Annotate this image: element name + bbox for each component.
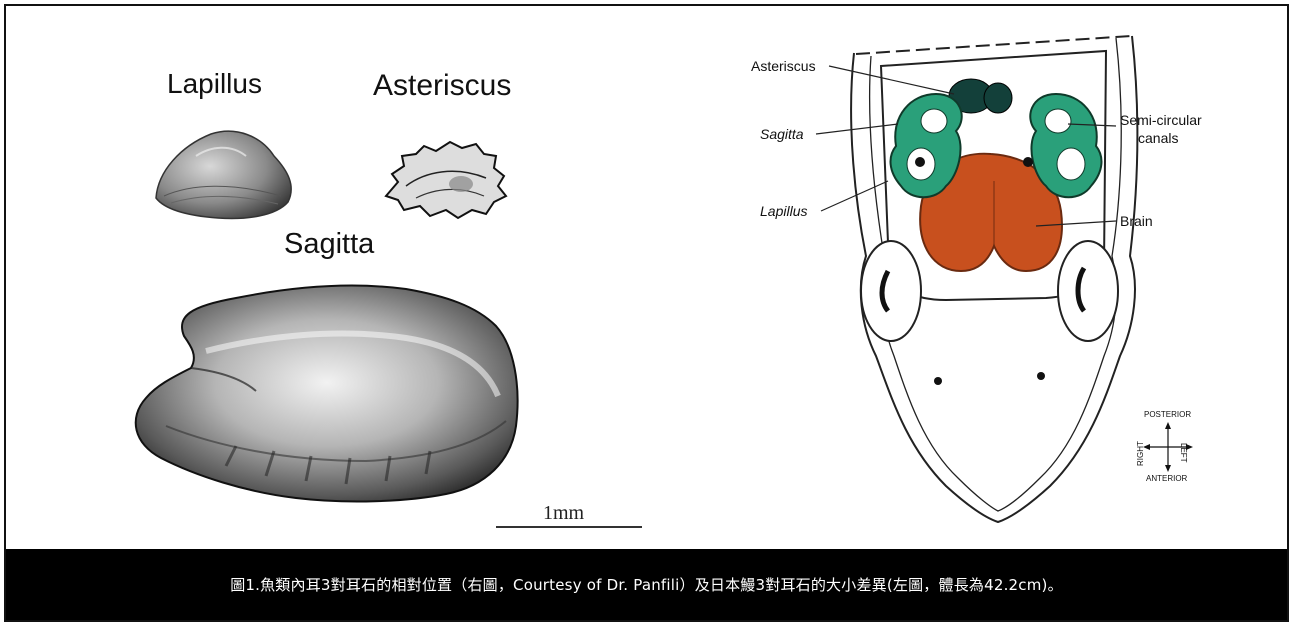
- nostril-right: [1037, 372, 1045, 380]
- right-eye: [1058, 241, 1118, 341]
- compass-anterior-label: ANTERIOR: [1146, 474, 1187, 483]
- diagram-semicircular-label: Semi-circular: [1120, 112, 1202, 128]
- fish-head-diagram: [706, 6, 1287, 546]
- caption-bar: 圖1.魚類內耳3對耳石的相對位置（右圖，Courtesy of Dr. Panf…: [6, 549, 1287, 620]
- diagram-sagitta-label: Sagitta: [760, 126, 804, 142]
- inner-ear-diagram-panel: Asteriscus Sagitta Lapillus Semi-circula…: [706, 6, 1287, 546]
- sagitta-otolith-image: [136, 286, 518, 502]
- scale-bar: [496, 526, 642, 528]
- diagram-lapillus-label: Lapillus: [760, 203, 807, 219]
- compass-right-label: RIGHT: [1136, 441, 1145, 466]
- compass-left-label: LEFT: [1179, 443, 1188, 463]
- diagram-canals-label: canals: [1138, 130, 1178, 146]
- diagram-asteriscus-label: Asteriscus: [751, 58, 816, 74]
- lapillus-otolith-image: [156, 131, 291, 218]
- asteriscus-otolith-image: [386, 142, 506, 218]
- scale-bar-label: 1mm: [543, 502, 584, 525]
- diagram-brain-label: Brain: [1120, 213, 1153, 229]
- figure-caption: 圖1.魚類內耳3對耳石的相對位置（右圖，Courtesy of Dr. Panf…: [6, 574, 1287, 595]
- figure-frame: Lapillus Asteriscus Sagitta: [4, 4, 1289, 622]
- compass-posterior-label: POSTERIOR: [1144, 410, 1191, 419]
- otolith-photo-panel: Lapillus Asteriscus Sagitta: [6, 6, 666, 546]
- otolith-photos: [6, 6, 666, 546]
- left-eye: [861, 241, 921, 341]
- nostril-left: [934, 377, 942, 385]
